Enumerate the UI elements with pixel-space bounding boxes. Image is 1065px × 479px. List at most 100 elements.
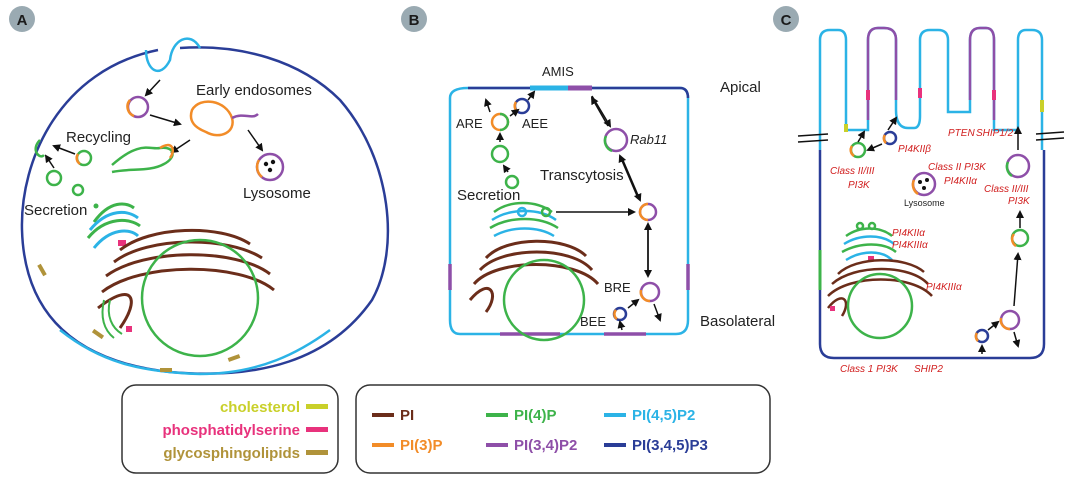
class1-label: Class 1 PI3K [840, 364, 899, 375]
glycosphingolipid-patch [37, 263, 47, 277]
ship2-label: SHIP2 [914, 364, 943, 375]
to-lysosome-arrow [247, 129, 264, 152]
secretory-vesicle [45, 169, 63, 187]
er-a-pi4p [101, 299, 123, 339]
to-recycling-arrow [170, 139, 191, 154]
legend-pi-swatch [604, 443, 626, 447]
bre-vesicle-pi3p [639, 289, 651, 303]
are-vesicle-pi4p [499, 112, 510, 132]
legend-lipids-box [121, 384, 339, 474]
amis-label: AMIS [542, 64, 574, 79]
lysosome-label: Lysosome [243, 185, 311, 202]
aee-exchange-arrow [527, 90, 536, 101]
microvillus-pi34p2 [968, 26, 996, 120]
bee-vesicle-pi3p [613, 309, 618, 321]
recycling-label: Recycling [66, 129, 131, 146]
legend-pi-label: PI(3,4)P2 [514, 437, 577, 454]
vesicle-c-basal-endocytic-pi3p [974, 332, 979, 342]
lysosome-c-content [922, 186, 926, 190]
recycling-vesicle-pi3p [75, 153, 81, 166]
are-to-apical-arrow [484, 98, 492, 113]
cell-a-endocytic-pit [144, 37, 202, 73]
nucleus-c [846, 272, 914, 340]
legend-lipid-label: cholesterol [220, 399, 300, 416]
cell-b-membrane [448, 86, 690, 336]
bre-label: BRE [604, 280, 631, 295]
legend-lipids: cholesterolphosphatidylserineglycosphing… [121, 384, 339, 474]
early-endosome [189, 100, 234, 137]
golgi-pi4kiia-label: PI4KIIα [892, 228, 925, 239]
lysosome-c-content [918, 180, 922, 184]
basal-recycling-arrow-c [1012, 331, 1021, 348]
pi4kiib-label: PI4KIIβ [898, 144, 931, 155]
legend-pi-swatch [486, 413, 508, 417]
secretory-vesicle-b [490, 144, 510, 164]
apical-label: Apical [720, 79, 761, 96]
lysosome-c-pi3p [911, 179, 919, 196]
legend-pi-label: PI(4,5)P2 [632, 407, 695, 424]
secretory-vesicle-b-small [504, 174, 520, 190]
endocytic-to-vesicle-arrow [866, 143, 883, 152]
panel-a: A Early endosomes Lysosome Recycling [9, 6, 390, 376]
vesicle-c-endocytic-pi3p [882, 134, 887, 144]
vesicle-c-right-pi4p [1005, 161, 1013, 178]
golgi-b [489, 201, 559, 238]
ship12-label: SHIP1/2 [976, 128, 1014, 139]
are-label: ARE [456, 116, 483, 131]
legend-pi-label: PI(4)P [514, 407, 557, 424]
basal-endocytic-arrow-c [987, 320, 1000, 331]
legend-lipid-swatch [306, 427, 328, 432]
legend-pi-swatch [372, 443, 394, 447]
panel-b: B AMIS Apical Basolateral AEE ARE Secret… [401, 6, 775, 342]
panel-a-badge-label: A [17, 12, 28, 29]
er-c [827, 259, 933, 317]
legend-pi-label: PI(3,4,5)P3 [632, 437, 708, 454]
aee-label: AEE [522, 116, 548, 131]
golgi-c [841, 221, 897, 262]
pi4kiia-mid-label: PI4KIIα [944, 176, 977, 187]
secretion-arrow-b [502, 164, 511, 174]
lysosome-c-label: Lysosome [904, 198, 945, 208]
endocytosis-arrow [144, 79, 161, 97]
panel-c: C PTEN SHIP1/2 PI4KIIβ Class II/III PI3K… [773, 6, 1065, 375]
lysosome-c-content [925, 178, 929, 182]
er-pi4kiiia-label: PI4KIIIα [926, 282, 962, 293]
legend-pi-label: PI [400, 407, 414, 424]
rab11-label: Rab11 [630, 132, 667, 147]
cell-c-basolateral-membrane [818, 150, 1046, 360]
panel-b-badge [401, 6, 427, 32]
nucleus-b [502, 258, 586, 342]
endocytosis-arrow-b [617, 320, 626, 331]
legend-pi-label: PI(3)P [400, 437, 443, 454]
vesicle-c-left-pi3p [849, 145, 855, 158]
panel-c-badge-label: C [781, 12, 792, 29]
recycling-fusion-site [34, 139, 45, 158]
vesicle-c-left-arrow [857, 130, 866, 143]
transcytosis-arrow [621, 157, 642, 202]
class2-mid-label: Class II PI3K [928, 162, 987, 173]
vesicle-c-basal-pi3p [999, 317, 1011, 331]
rab11-arrow-back [591, 96, 609, 127]
glycosphingolipid-patch [227, 354, 241, 362]
ps-patch [830, 306, 835, 311]
cell-a-membrane [20, 46, 390, 375]
bee-to-bre-arrow [627, 298, 640, 309]
panel-b-badge-label: B [409, 12, 420, 29]
rab11-vesicle-pi4p [603, 135, 613, 153]
lysosome-content [267, 167, 273, 173]
recycling-endosome-pi3p [159, 143, 174, 159]
pi3k-right-label: PI3K [1008, 196, 1031, 207]
legend-phosphoinositides-box [355, 384, 771, 474]
secretory-vesicle-small [93, 203, 99, 209]
golgi-a [86, 202, 141, 249]
legend-pi-swatch [604, 413, 626, 417]
ps-patch [118, 240, 126, 246]
transcytosis-vesicle-pi3p [638, 202, 649, 222]
endocytosis-arrow-c [887, 116, 898, 131]
rab11-arrow [591, 95, 612, 128]
glycosphingolipid-patch [91, 328, 105, 340]
secretory-vesicle [71, 183, 85, 197]
transcytosis-arrow-back [618, 154, 639, 199]
glycosphingolipid-patch [160, 368, 172, 372]
